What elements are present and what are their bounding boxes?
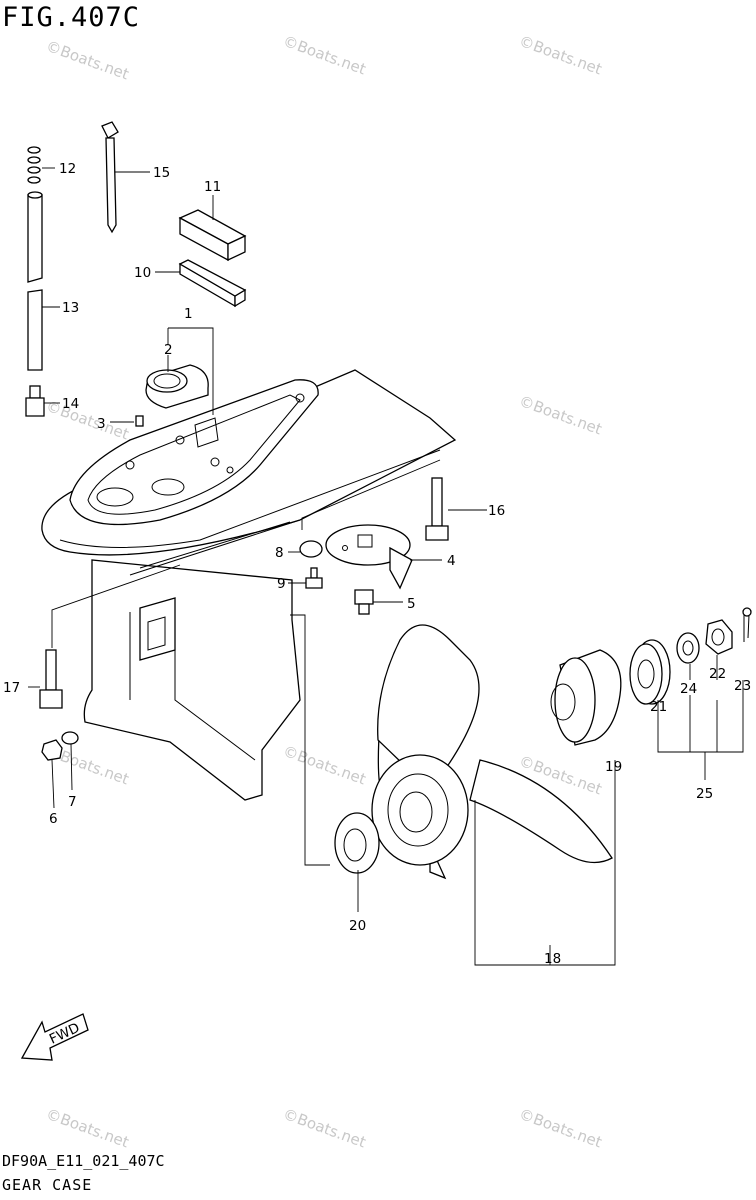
callout-12: 12: [59, 161, 76, 177]
callouts: 1 2 3 4 5 6 7 8 9 10 11 12 13 14 15 16 1…: [3, 161, 751, 967]
propeller: [371, 624, 613, 880]
figure-title: FIG.407C: [2, 2, 141, 33]
callout-14: 14: [62, 396, 79, 412]
callout-24: 24: [680, 681, 697, 697]
callout-13: 13: [62, 300, 79, 316]
bolt-9: [305, 567, 323, 589]
washer-8: [299, 540, 323, 558]
grommet-part: [27, 146, 41, 184]
leader-lines: [28, 167, 744, 966]
angle-strip: [178, 259, 247, 308]
watermark: ©Boats.net: [281, 1105, 369, 1152]
gear-case-housing: [41, 369, 457, 801]
callout-6: 6: [49, 811, 58, 827]
watermark: ©Boats.net: [44, 397, 132, 444]
rubber-block: [178, 209, 247, 262]
callout-21: 21: [650, 699, 667, 715]
nut-6: [41, 739, 63, 761]
watermark: ©Boats.net: [44, 37, 132, 84]
callout-10: 10: [134, 265, 151, 281]
watermark: ©Boats.net: [281, 742, 369, 789]
diagram-caption: GEAR CASE: [2, 1176, 93, 1194]
callout-11: 11: [204, 179, 221, 195]
bearing-part: [145, 364, 209, 409]
trim-tab: [325, 524, 413, 590]
bolt-16: [425, 477, 449, 541]
callout-2: 2: [164, 342, 173, 358]
diagram-code: DF90A_E11_021_407C: [2, 1152, 165, 1170]
watermark: ©Boats.net: [281, 32, 369, 79]
washer-7: [61, 731, 79, 745]
castle-nut-22: [705, 619, 733, 655]
bolt-17: [39, 649, 63, 709]
callout-5: 5: [407, 596, 416, 612]
thrust-washer-20: [334, 812, 380, 874]
callout-17: 17: [3, 680, 20, 696]
spacer-21: [629, 639, 671, 705]
water-tube: [27, 191, 43, 371]
nipple-part: [25, 385, 45, 417]
callout-3: 3: [97, 416, 106, 432]
callout-8: 8: [275, 545, 284, 561]
bushing-19: [550, 649, 622, 746]
cable-tie: [101, 121, 119, 234]
fwd-label: FWD: [47, 1020, 82, 1048]
bolt-5: [354, 589, 374, 615]
watermark: ©Boats.net: [44, 1105, 132, 1152]
callout-9: 9: [277, 576, 286, 592]
watermark: ©Boats.net: [517, 392, 605, 439]
callout-22: 22: [709, 666, 726, 682]
washer-24: [676, 632, 700, 664]
callout-15: 15: [153, 165, 170, 181]
callout-16: 16: [488, 503, 505, 519]
cotter-pin-23: [742, 607, 752, 642]
callout-23: 23: [734, 678, 751, 694]
dowel-pin: [135, 415, 144, 427]
callout-4: 4: [447, 553, 456, 569]
callout-7: 7: [68, 794, 77, 810]
callout-18: 18: [544, 951, 561, 967]
watermark: ©Boats.net: [517, 32, 605, 79]
callout-1: 1: [184, 306, 193, 322]
fwd-arrow: FWD: [20, 1013, 89, 1061]
watermark: ©Boats.net: [517, 1105, 605, 1152]
callout-20: 20: [349, 918, 366, 934]
callout-25: 25: [696, 786, 713, 802]
callout-19: 19: [605, 759, 622, 775]
